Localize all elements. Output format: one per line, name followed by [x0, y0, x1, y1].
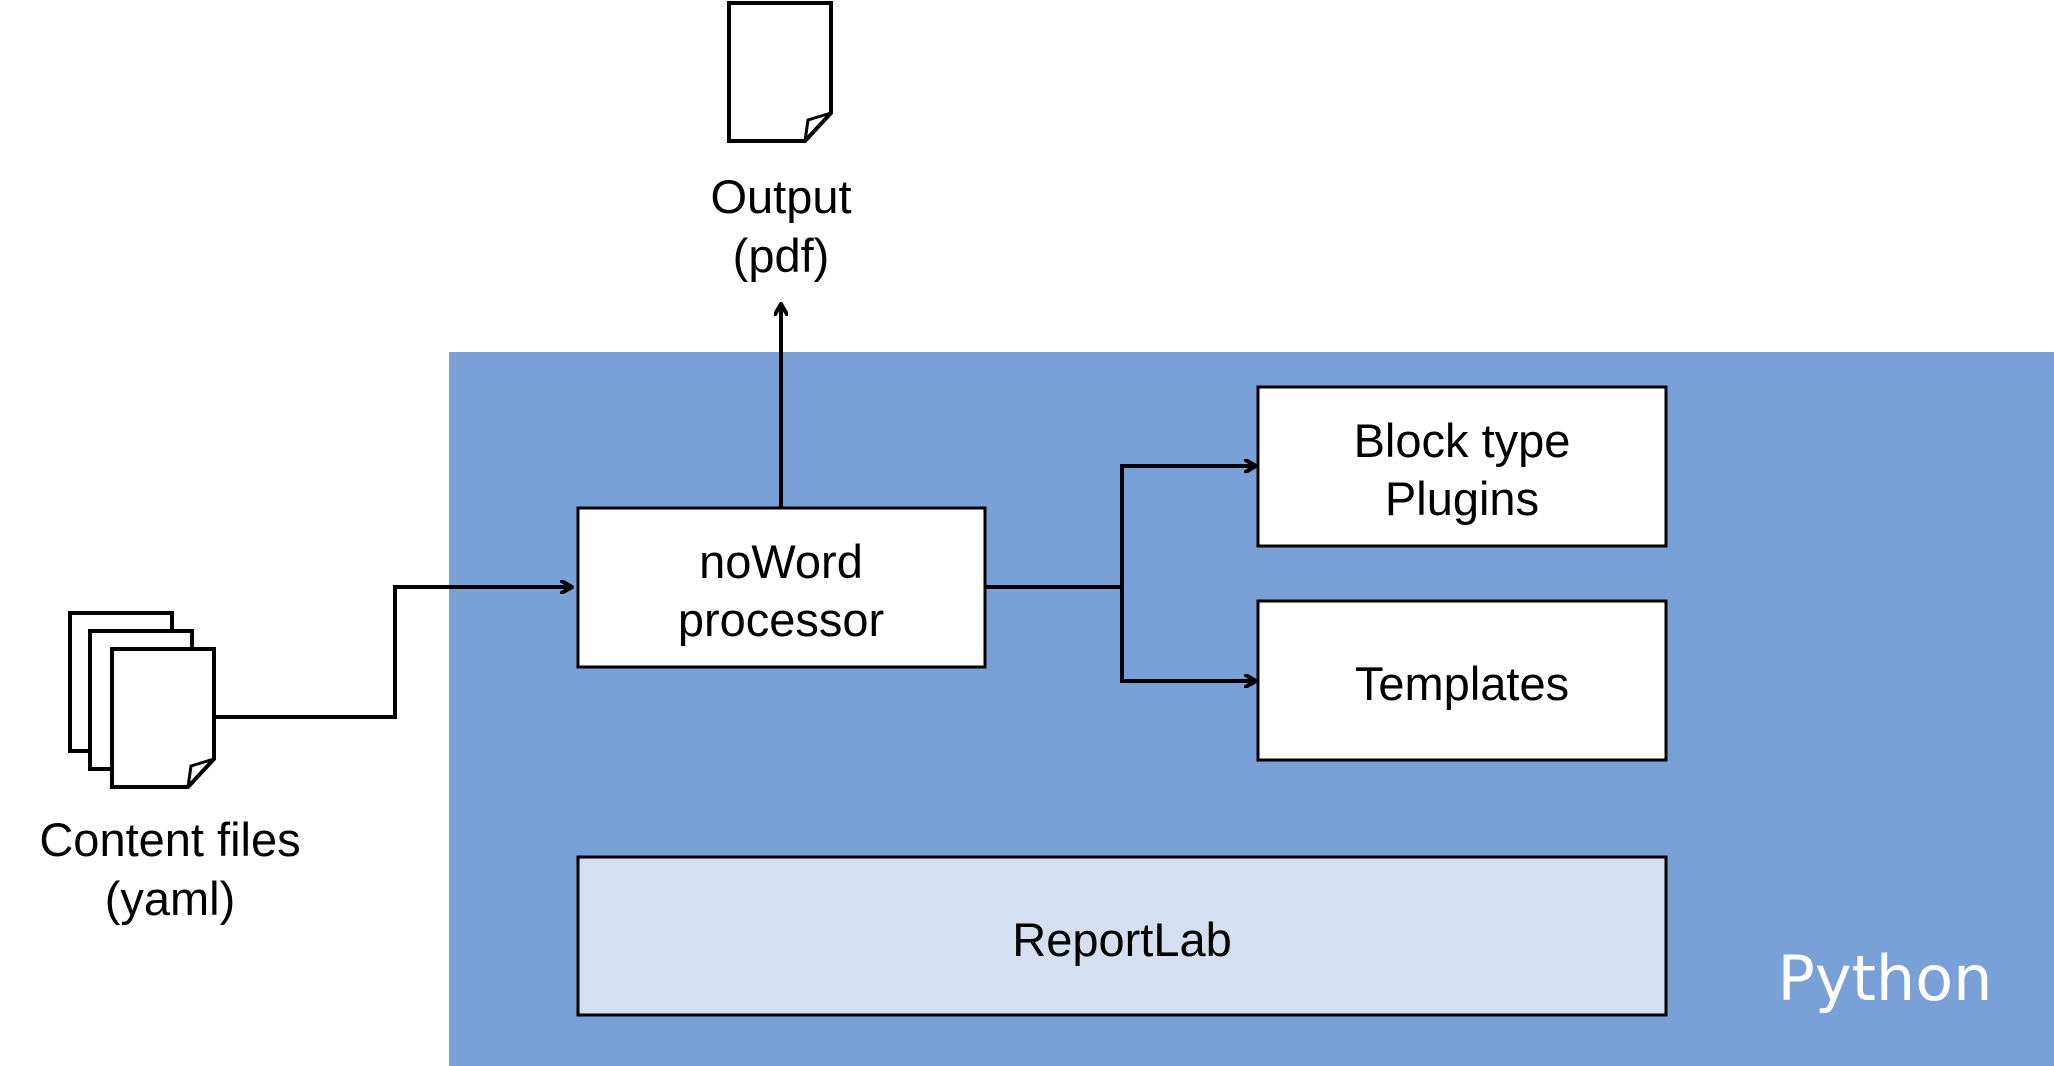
- noword-processor-label-line2: processor: [678, 593, 884, 646]
- processor-to-plugins-arrow: [985, 466, 1256, 589]
- processor-to-templates-arrow: [1120, 587, 1256, 681]
- noword-processor-box: [576, 506, 987, 669]
- block-type-plugins-label-line1: Block type: [1354, 414, 1571, 467]
- output-document-icon: [727, 1, 833, 143]
- content-files-label-line2: (yaml): [105, 872, 236, 925]
- block-type-plugins-label-line2: Plugins: [1385, 472, 1539, 525]
- content-files-label-line1: Content files: [39, 813, 300, 866]
- content-to-processor-arrow: [214, 587, 572, 719]
- noword-processor-label-line1: noWord: [699, 535, 863, 588]
- reportlab-box: [576, 855, 1668, 1017]
- templates-label: Templates: [1355, 657, 1569, 710]
- output-label-line2: (pdf): [733, 229, 830, 282]
- python-label: Python: [1778, 942, 1993, 1015]
- output-label-line1: Output: [710, 170, 851, 223]
- templates-box: [1256, 599, 1668, 762]
- block-type-plugins-box: [1256, 385, 1668, 548]
- content-files-stack-icon: [68, 611, 216, 789]
- reportlab-label: ReportLab: [1012, 913, 1232, 966]
